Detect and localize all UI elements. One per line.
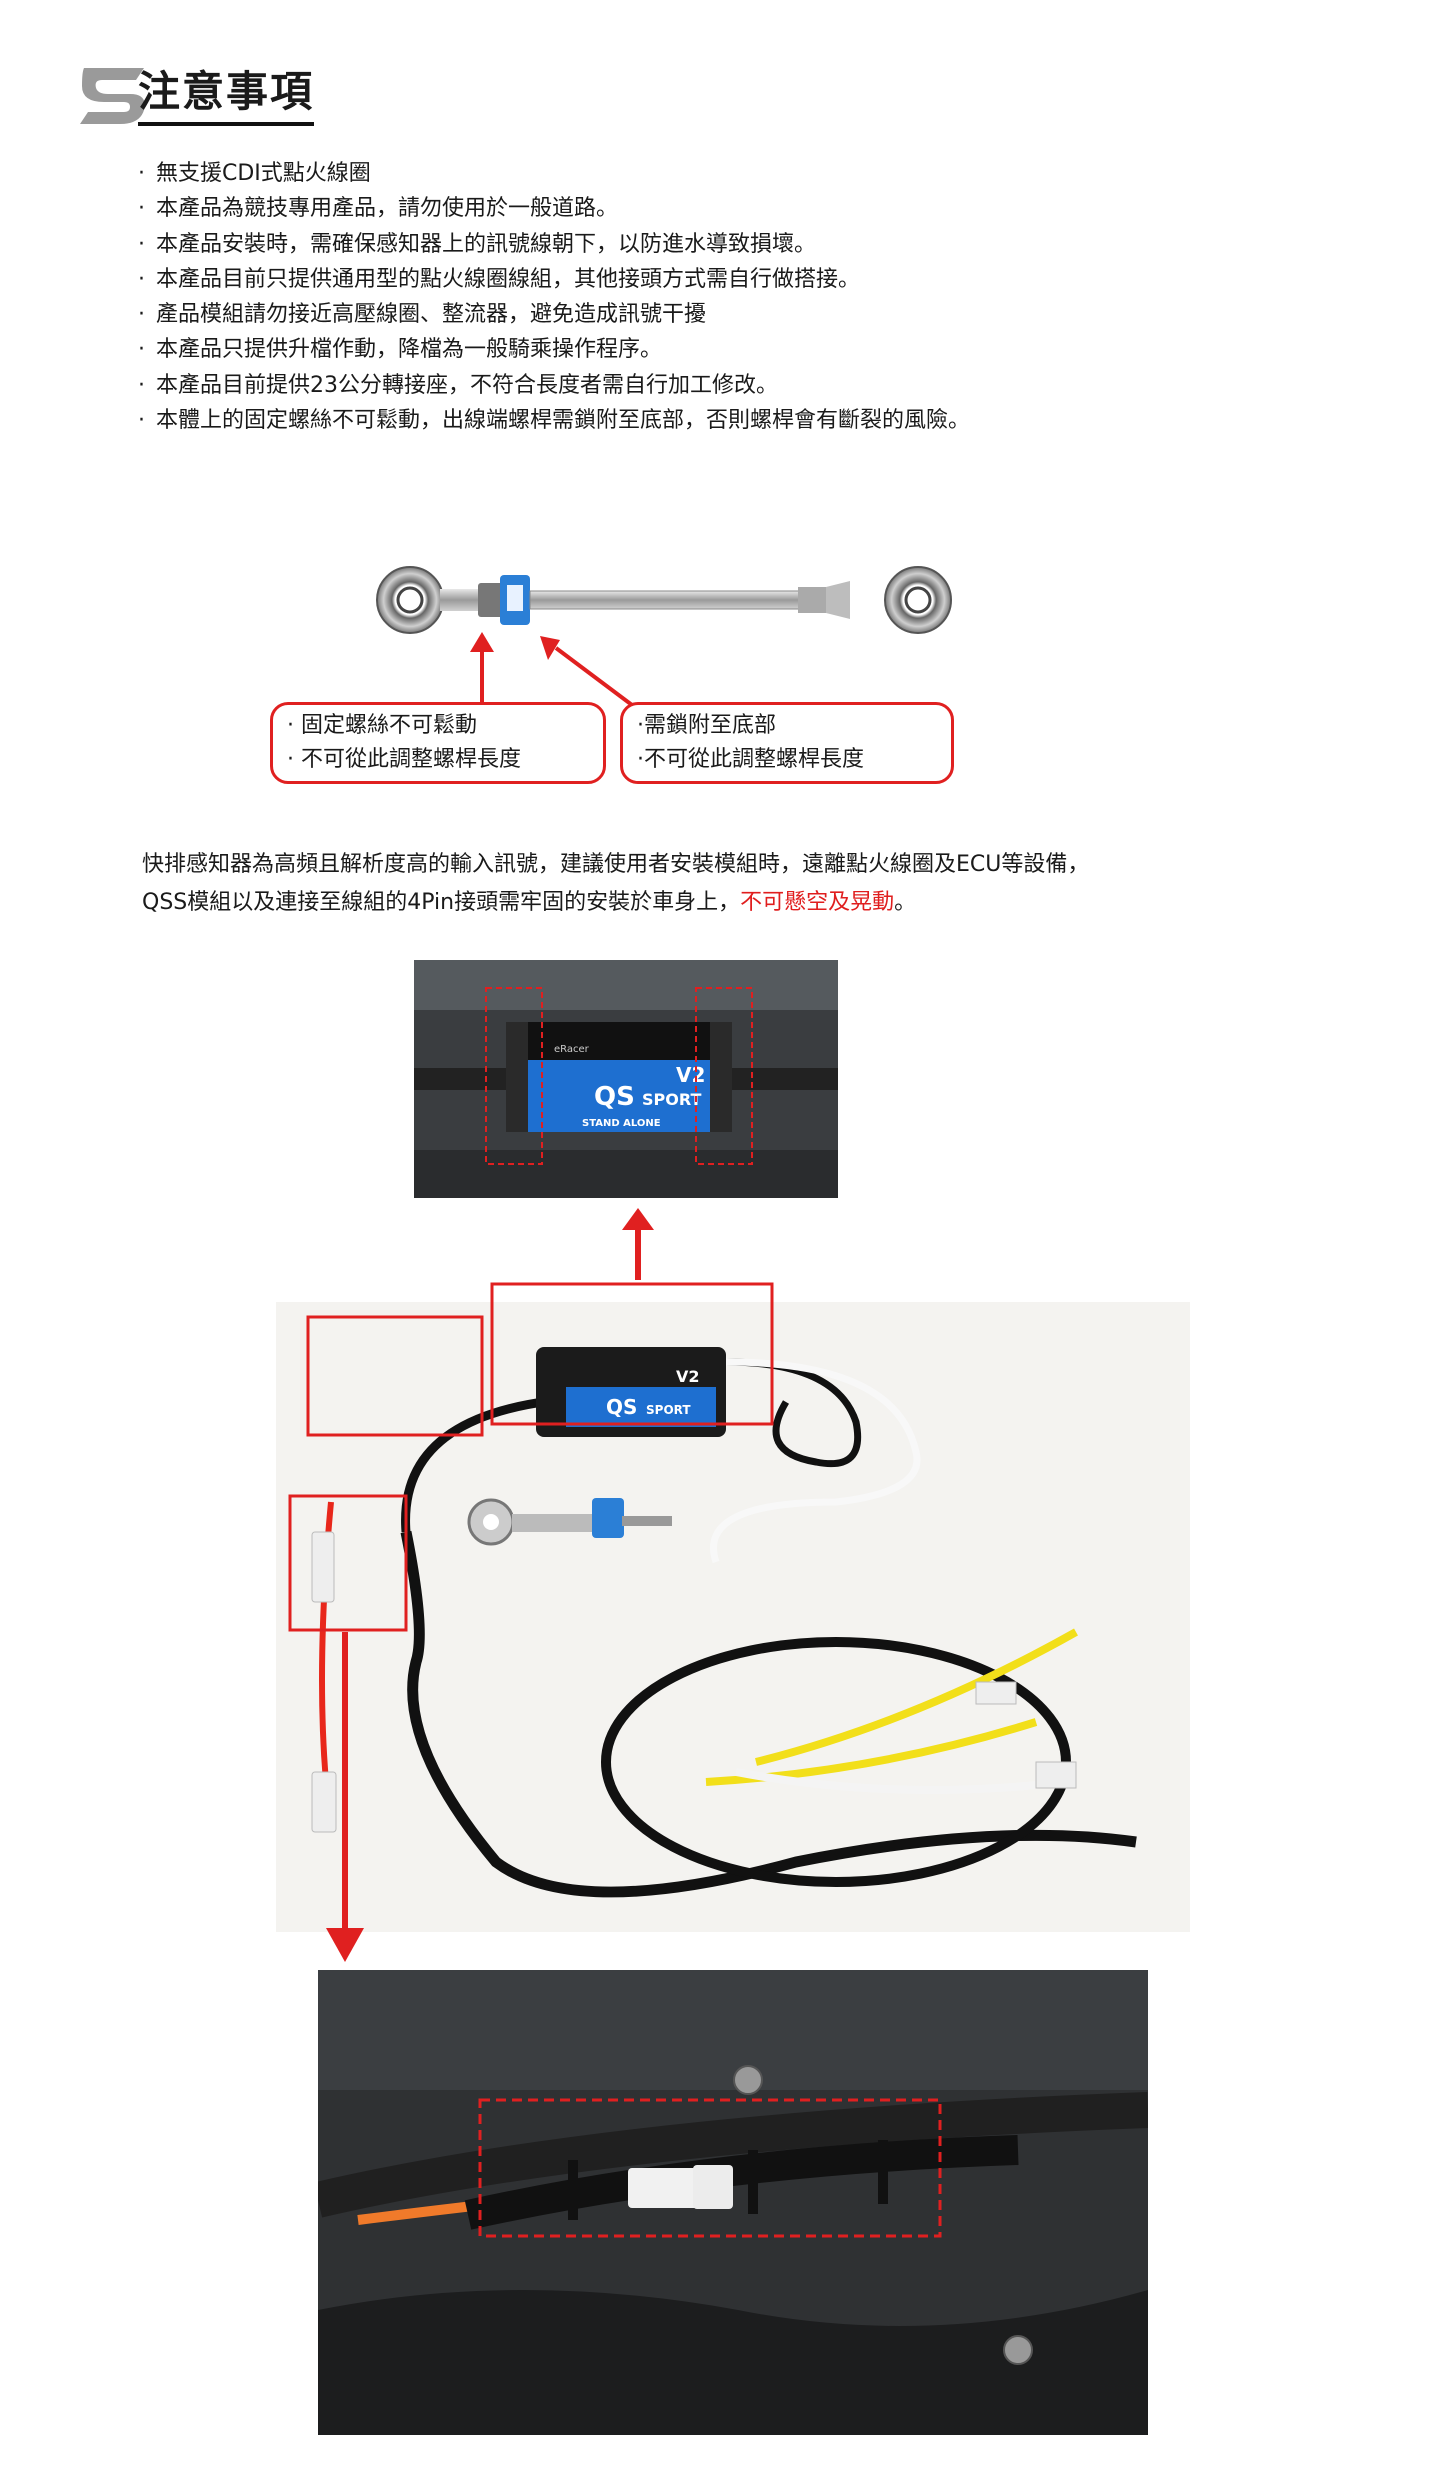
- list-item: ·本產品只提供升檔作動，降檔為一般騎乘操作程序。: [138, 332, 970, 367]
- shift-rod-diagram: [370, 545, 970, 655]
- section-logo-icon: [74, 60, 174, 132]
- bullet: ·: [138, 196, 145, 222]
- callout-rod-end: ·需鎖附至底部 ·不可從此調整螺桿長度: [620, 702, 954, 784]
- list-item: ·本體上的固定螺絲不可鬆動，出線端螺桿需鎖附至底部，否則螺桿會有斷裂的風險。: [138, 403, 970, 438]
- list-item: ·本產品為競技專用產品，請勿使用於一般道路。: [138, 191, 970, 226]
- kit-module-version-text: V2: [676, 1367, 700, 1386]
- installation-paragraph: 快排感知器為高頻且解析度高的輸入訊號，建議使用者安裝模組時，遠離點火線圈及ECU…: [142, 852, 1090, 915]
- bullet: ·: [138, 231, 145, 257]
- module-model-text: QS: [594, 1082, 635, 1112]
- bullet: ·: [138, 372, 145, 398]
- notes-list: ·無支援CDI式點火線圈 ·本產品為競技專用產品，請勿使用於一般道路。 ·本產品…: [138, 156, 970, 438]
- list-item: ·無支援CDI式點火線圈: [138, 156, 970, 191]
- module-brand-text: eRacer: [554, 1044, 590, 1055]
- list-item: ·產品模組請勿接近高壓線圈、整流器，避免造成訊號干擾: [138, 297, 970, 332]
- bullet: ·: [138, 408, 145, 434]
- module-mounted-photo: eRacer QS SPORT V2 STAND ALONE: [414, 960, 838, 1198]
- list-item: ·本產品安裝時，需確保感知器上的訊號線朝下，以防進水導致損壞。: [138, 227, 970, 262]
- module-version-text: V2: [676, 1063, 705, 1087]
- callout-fixing-screw: · 固定螺絲不可鬆動 · 不可從此調整螺桿長度: [270, 702, 606, 784]
- module-standalone-text: STAND ALONE: [582, 1118, 661, 1129]
- connector-mounted-photo: [318, 1970, 1148, 2435]
- bullet: ·: [138, 302, 145, 328]
- module-sub-text: SPORT: [642, 1090, 701, 1109]
- bullet: ·: [138, 161, 145, 186]
- bullet: ·: [138, 266, 145, 292]
- kit-module-sub-text: SPORT: [646, 1403, 691, 1417]
- product-kit-photo: QS SPORT V2: [276, 1302, 1190, 1932]
- kit-module-model-text: QS: [606, 1395, 637, 1419]
- list-item: ·本產品目前只提供通用型的點火線圈線組，其他接頭方式需自行做搭接。: [138, 262, 970, 297]
- bullet: ·: [138, 337, 145, 363]
- list-item: ·本產品目前提供23公分轉接座，不符合長度者需自行加工修改。: [138, 368, 970, 403]
- page-title: 注意事項: [138, 66, 315, 126]
